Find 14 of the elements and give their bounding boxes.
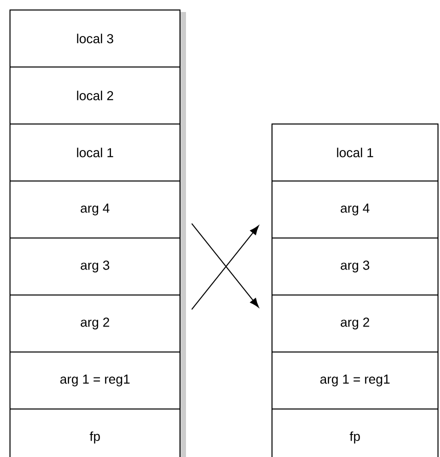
stack-cell: arg 2 xyxy=(10,294,180,352)
stack-cell: arg 1 = reg1 xyxy=(272,352,438,410)
stack-cell: fp xyxy=(272,408,438,457)
stack-cell: local 1 xyxy=(10,124,180,182)
stack-cell: arg 2 xyxy=(272,294,438,352)
stack-cell: arg 4 xyxy=(272,180,438,238)
stack-cell: local 3 xyxy=(10,10,180,68)
stack-cell: arg 4 xyxy=(10,180,180,238)
stack-cell: local 2 xyxy=(10,66,180,124)
stack-cell: arg 1 = reg1 xyxy=(10,352,180,410)
stack-cell: arg 3 xyxy=(272,238,438,296)
stack-cell: fp xyxy=(10,408,180,457)
stack-cell: arg 3 xyxy=(10,238,180,296)
stack-cell: local 1 xyxy=(272,124,438,182)
